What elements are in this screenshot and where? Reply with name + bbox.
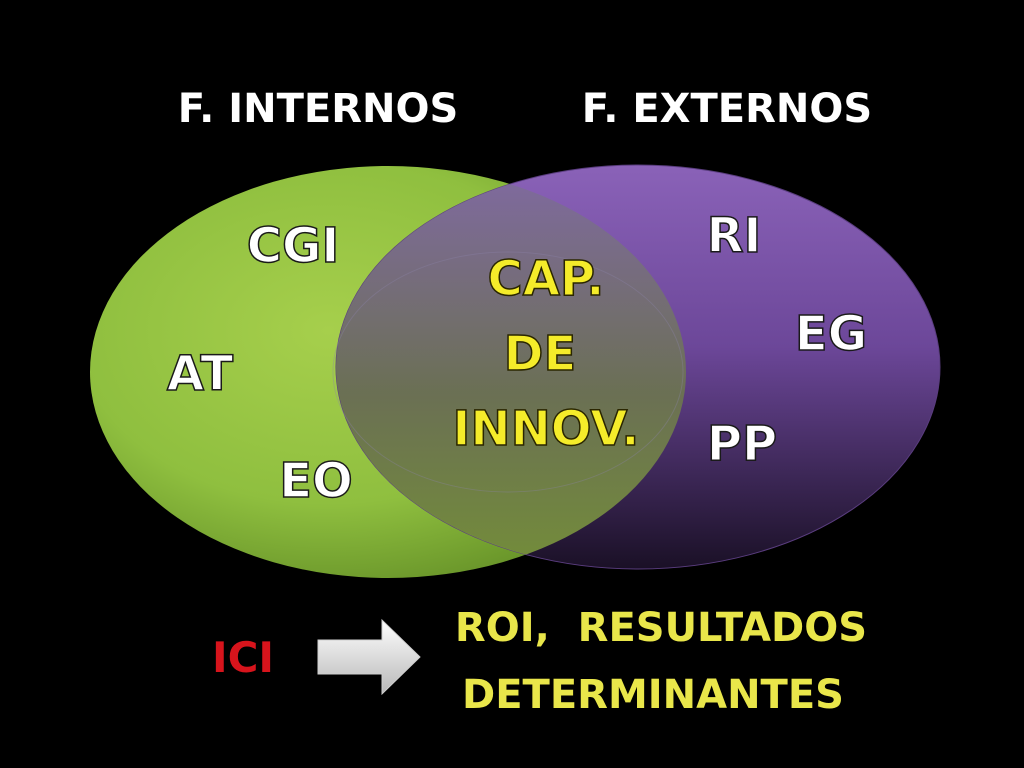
intersection-label-line1: CAP. — [488, 251, 605, 307]
internal-factor-cgi: CGI — [247, 218, 339, 274]
intersection-highlight — [332, 251, 684, 493]
internal-factor-at: AT — [167, 346, 233, 402]
internal-factors-header: F. INTERNOS — [178, 86, 459, 132]
intersection-label-line3: INNOV. — [453, 401, 640, 457]
ici-label: ICI — [212, 633, 274, 682]
result-line2: DETERMINANTES — [462, 672, 844, 718]
intersection-label-line2: DE — [504, 326, 577, 382]
internal-factor-eo: EO — [279, 453, 353, 509]
arrow-right-icon — [317, 618, 421, 696]
external-factor-pp: PP — [707, 416, 777, 472]
external-factor-ri: RI — [707, 208, 762, 264]
external-factor-eg: EG — [795, 306, 867, 362]
intersection-region — [336, 166, 686, 569]
result-line1: ROI, RESULTADOS — [455, 605, 867, 651]
external-factors-header: F. EXTERNOS — [582, 86, 872, 132]
